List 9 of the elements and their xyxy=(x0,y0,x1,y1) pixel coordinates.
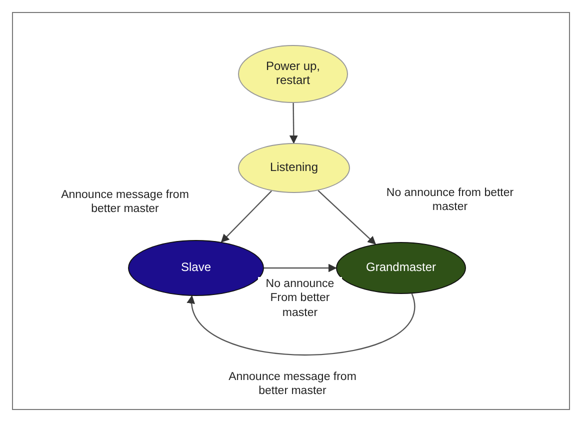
arrow xyxy=(188,294,415,356)
arrow xyxy=(318,190,376,245)
state-name: Listening xyxy=(268,161,320,175)
state-name: Slave xyxy=(180,261,212,275)
arrow xyxy=(264,264,337,272)
state-name: Power up, restart xyxy=(264,60,322,88)
arrow xyxy=(220,190,272,243)
state-name: Grandmaster xyxy=(364,261,438,275)
arrow xyxy=(289,103,298,144)
